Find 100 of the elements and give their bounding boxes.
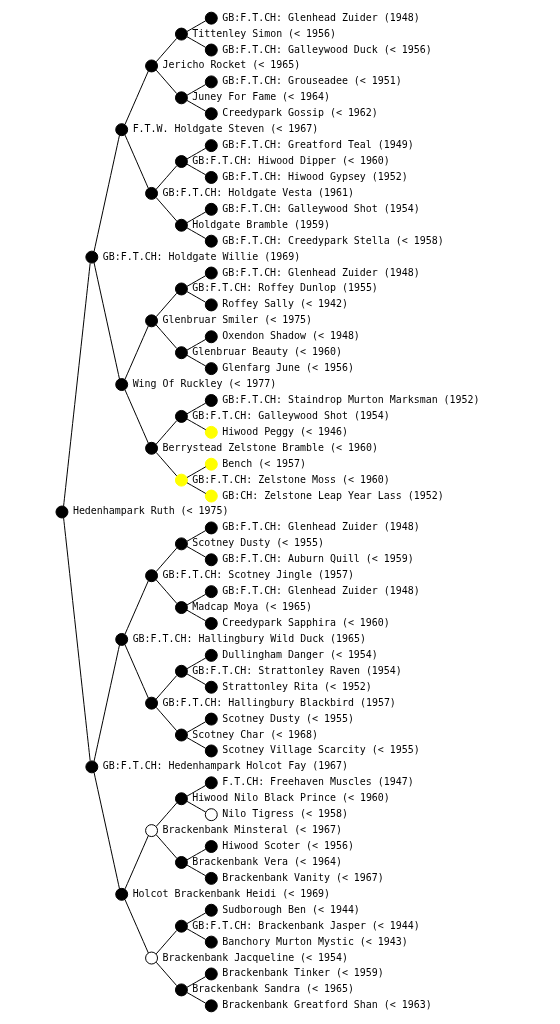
connector (186, 673, 207, 686)
node-circle (204, 521, 218, 535)
node-circle (204, 362, 218, 376)
connector (186, 402, 207, 415)
connector (155, 929, 178, 955)
connector (186, 784, 207, 797)
node-label: GB:F.T.CH: Galleywood Shot (1954) (222, 202, 420, 214)
node-circle (174, 27, 188, 41)
node-circle (204, 967, 218, 981)
connector (186, 928, 207, 941)
node-label: GB:F.T.CH: Auburn Quill (< 1959) (222, 553, 414, 565)
connector (155, 802, 178, 827)
connector (155, 420, 178, 445)
connector (124, 835, 149, 890)
node-label: GB:F.T.CH: Strattonley Raven (1954) (192, 664, 402, 676)
node-circle (145, 186, 159, 200)
node-circle (204, 776, 218, 790)
node-label: GB:F.T.CH: Zelstone Moss (< 1960) (192, 473, 390, 485)
node-label: GB:F.T.CH: Roffey Dunlop (1955) (192, 282, 378, 294)
connector (186, 211, 207, 224)
node-label: Brackenbank Vera (< 1964) (192, 855, 342, 867)
connector (186, 912, 207, 925)
node-label: Brackenbank Vanity (< 1967) (222, 871, 384, 883)
node-circle (174, 282, 188, 296)
node-label: Strattonley Rita (< 1952) (222, 680, 372, 692)
connector (155, 69, 178, 95)
node-label: Holdgate Bramble (1959) (192, 218, 330, 230)
node-circle (204, 935, 218, 949)
connector (186, 418, 207, 431)
connector (186, 20, 207, 32)
node-label: Madcap Moya (< 1965) (192, 601, 313, 613)
node-label: Glenbruar Beauty (< 1960) (192, 346, 342, 358)
connector (186, 546, 207, 558)
connector (155, 451, 178, 477)
connector (124, 389, 149, 444)
node-circle (174, 856, 188, 869)
node-circle (204, 298, 218, 312)
connector (186, 976, 207, 988)
node-circle (204, 234, 218, 248)
connector (155, 547, 178, 573)
node-label: Roffey Sally (< 1942) (222, 298, 348, 310)
node-circle (174, 155, 188, 168)
node-circle (204, 648, 218, 662)
connector (186, 848, 207, 861)
connector (155, 675, 178, 700)
node-circle (204, 712, 218, 726)
node-label: GB:F.T.CH: Glenhead Zuider (1948) (222, 11, 420, 23)
node-circle (204, 75, 218, 89)
node-label: Glenfarg June (< 1956) (222, 362, 354, 374)
connector (124, 899, 149, 954)
connector (186, 275, 207, 287)
node-circle (204, 139, 218, 153)
node-label: Hedenhampark Ruth (< 1975) (72, 505, 229, 517)
node-circle (115, 123, 129, 137)
node-circle (204, 457, 218, 471)
node-label: F.T.CH: Freehaven Muscles (1947) (222, 776, 414, 788)
node-circle (145, 441, 159, 455)
connector (186, 593, 207, 606)
node-label: GB:F.T.CH: Creedypark Stella (< 1958) (222, 234, 444, 246)
node-label: GB:F.T.CH: Hiwood Dipper (< 1960) (192, 155, 390, 167)
node-circle (174, 537, 188, 551)
node-label: Hiwood Nilo Black Prince (< 1960) (192, 792, 390, 804)
node-circle (204, 266, 218, 280)
node-label: Hiwood Peggy (< 1946) (222, 425, 348, 437)
connector (155, 834, 178, 859)
connector (186, 227, 207, 240)
connector (186, 864, 207, 877)
node-circle (174, 601, 188, 615)
connector (93, 772, 120, 890)
connector (63, 517, 91, 762)
node-circle (145, 569, 159, 583)
node-circle (174, 983, 188, 997)
node-label: Creedypark Sapphira (< 1960) (222, 617, 390, 628)
node-circle (204, 808, 218, 822)
connector (93, 262, 120, 380)
node-label: Glenbruar Smiler (< 1975) (162, 314, 313, 326)
node-circle (85, 760, 99, 774)
node-label: GB:F.T.CH: Hallingbury Wild Duck (1965) (132, 632, 366, 644)
node-circle (145, 951, 159, 965)
connector (93, 134, 120, 252)
node-circle (204, 617, 218, 630)
connector (155, 292, 178, 318)
node-circle (204, 903, 218, 917)
node-label: Dullingham Danger (< 1954) (222, 648, 378, 660)
node-circle (204, 202, 218, 216)
node-circle (204, 394, 218, 407)
connector (186, 338, 207, 351)
node-label: GB:F.T.CH: Brackenbank Jasper (< 1944) (192, 919, 420, 931)
node-circle (204, 425, 218, 439)
node-label: GB:F.T.CH: Glenhead Zuider (1948) (222, 521, 420, 533)
connector (63, 262, 91, 507)
node-circle (174, 91, 188, 105)
node-label: GB:F.T.CH: Scotney Jingle (1957) (162, 569, 354, 581)
connector (186, 83, 207, 96)
node-label: Banchory Murton Mystic (< 1943) (222, 935, 408, 947)
connector (155, 961, 178, 987)
node-label: Nilo Tigress (< 1958) (222, 808, 348, 820)
connector (186, 992, 207, 1004)
node-circle (55, 505, 69, 519)
node-label: Bench (< 1957) (222, 457, 307, 469)
